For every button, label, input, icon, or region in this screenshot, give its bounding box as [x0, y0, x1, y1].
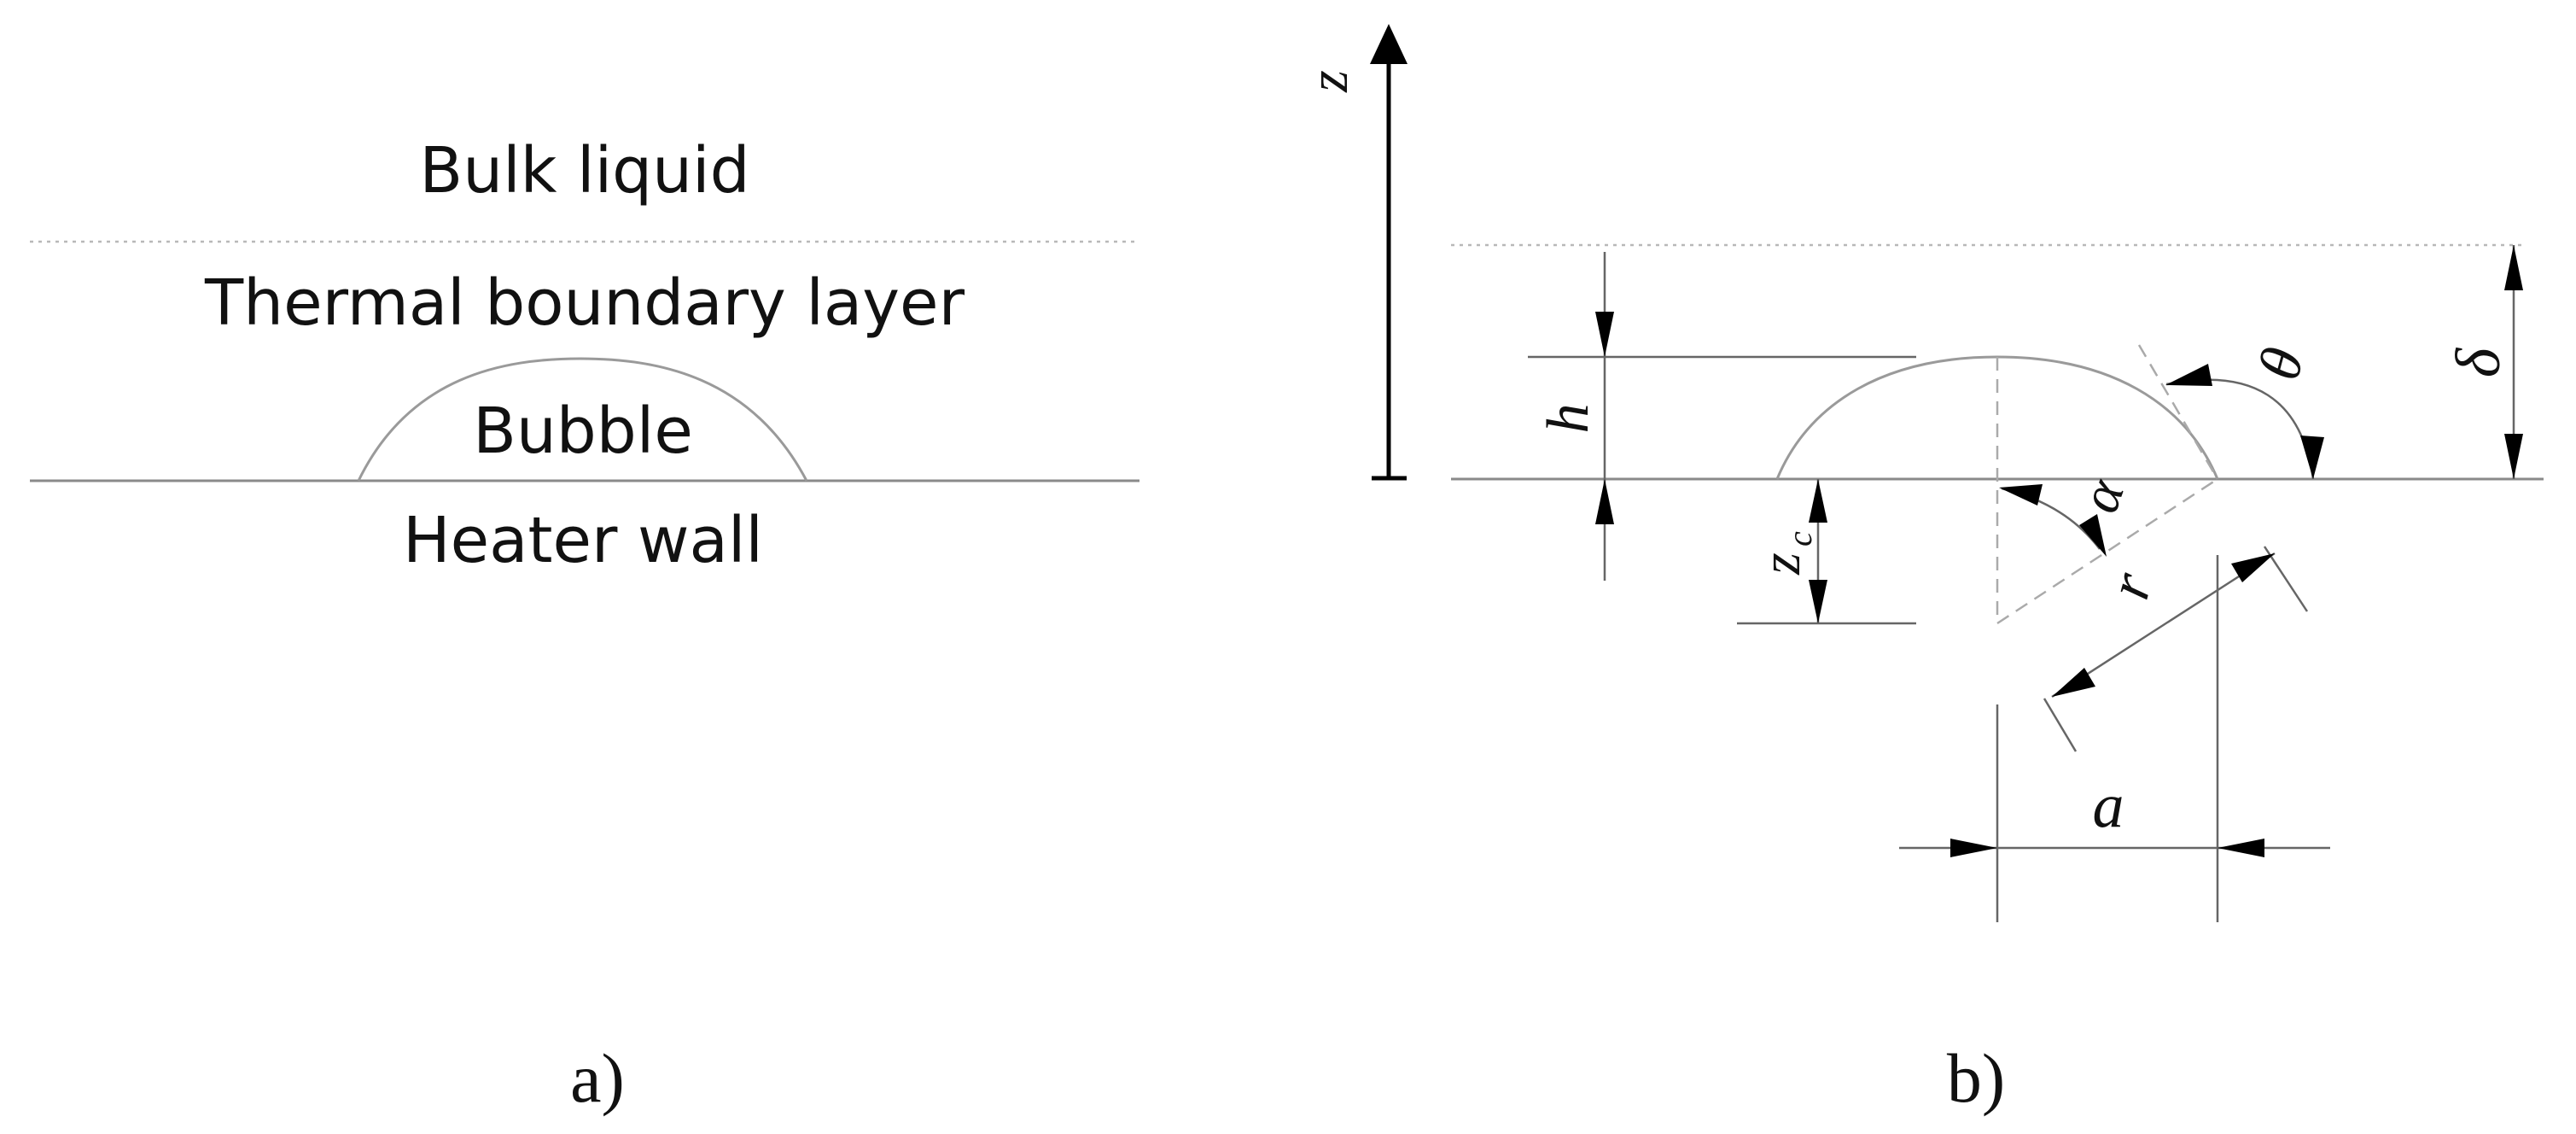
theta-label: θ — [2247, 342, 2317, 387]
zc-label: z c — [1750, 531, 1819, 576]
bulk-liquid-label: Bulk liquid — [419, 134, 749, 208]
r-label: r — [2096, 565, 2166, 605]
r-lower-arrowhead — [2052, 668, 2095, 697]
panel-b: z h z c θ δ — [1297, 24, 2544, 1117]
panel-a: Bulk liquid Thermal boundary layer Bubbl… — [30, 134, 1139, 1117]
zc-top-arrowhead — [1809, 479, 1827, 523]
h-bottom-arrowhead — [1595, 479, 1614, 524]
a-label: a — [2093, 771, 2124, 841]
alpha-end-arrowhead — [2079, 514, 2107, 557]
panel-a-caption: a) — [570, 1039, 625, 1117]
delta-label: δ — [2444, 347, 2514, 377]
delta-top-arrowhead — [2504, 245, 2523, 290]
r-extension-line-upper — [2263, 546, 2309, 612]
z-axis-label: z — [1297, 70, 1360, 93]
z-axis-arrowhead — [1370, 24, 1407, 64]
h-top-arrowhead — [1595, 312, 1614, 357]
alpha-label: α — [2068, 471, 2137, 521]
a-right-arrowhead — [2218, 839, 2264, 857]
r-extension-line-lower — [2043, 698, 2078, 752]
bubble-outline — [357, 357, 808, 482]
bubble-label: Bubble — [473, 395, 693, 468]
bubble-cap-arc — [1775, 355, 2219, 480]
svg-text:z: z — [1750, 552, 1812, 576]
h-label: h — [1536, 404, 1601, 434]
thermal-boundary-layer-label: Thermal boundary layer — [204, 266, 965, 340]
delta-bottom-arrowhead — [2504, 434, 2523, 479]
theta-end-arrowhead — [2300, 435, 2324, 479]
heater-wall-label: Heater wall — [403, 504, 763, 577]
r-upper-arrowhead — [2231, 553, 2275, 582]
a-left-arrowhead — [1950, 839, 1997, 857]
theta-start-arrowhead — [2165, 364, 2212, 386]
panel-b-caption: b) — [1947, 1039, 2005, 1117]
r-dimension-line — [2051, 552, 2276, 699]
svg-text:c: c — [1780, 531, 1819, 547]
alpha-start-arrowhead — [1999, 484, 2043, 506]
zc-bottom-arrowhead — [1809, 580, 1827, 623]
tangent-dashed-line — [2137, 344, 2219, 480]
